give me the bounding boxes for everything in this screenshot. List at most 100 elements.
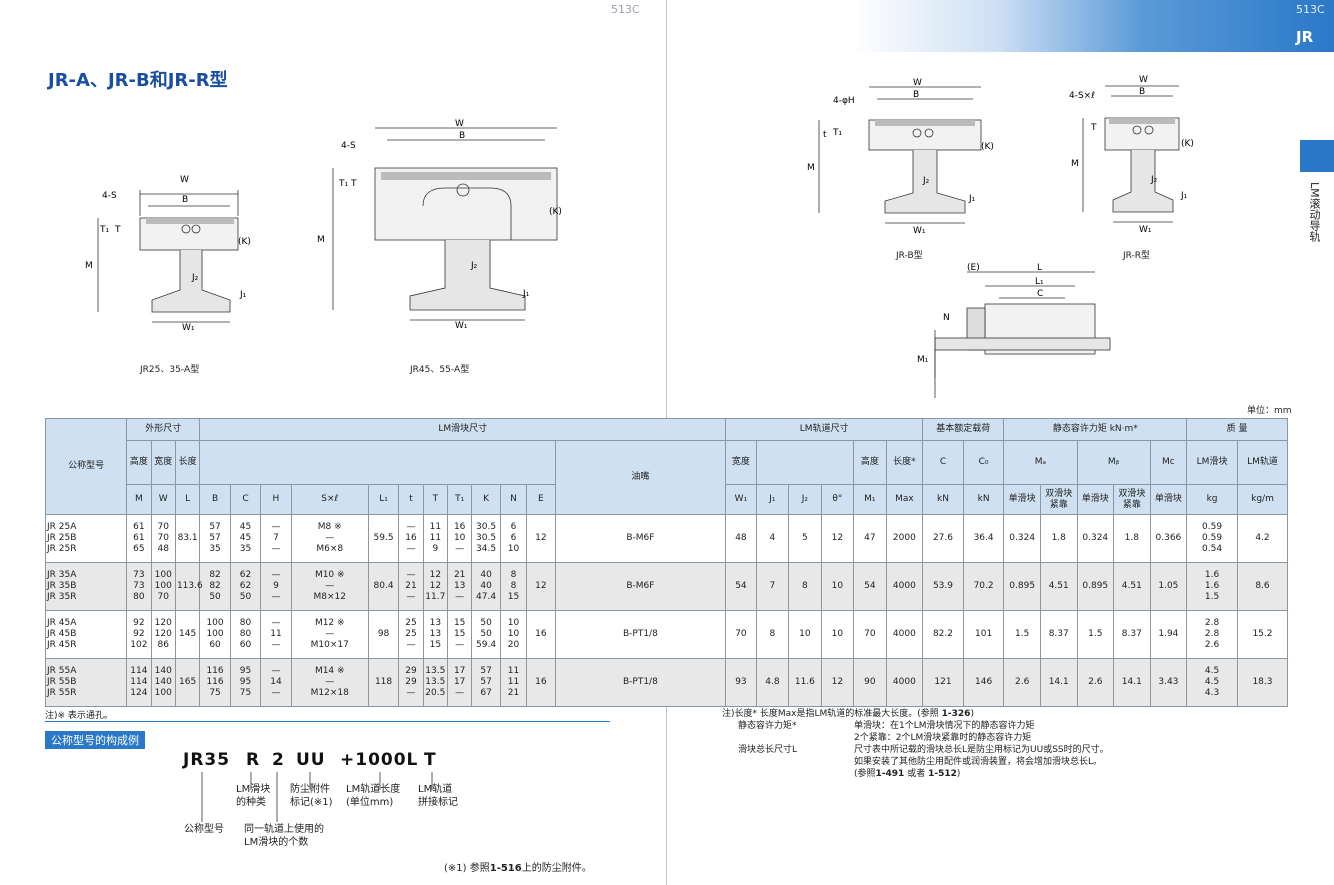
cell-T1: 21 13 — (446, 562, 473, 611)
dim-W1-4: W₁ (1139, 225, 1152, 235)
cell-L: 165 (174, 658, 201, 707)
jr-tag: JR (1296, 28, 1314, 46)
cell-MA2: 8.37 (1039, 610, 1078, 659)
cell-M1: 47 (853, 514, 887, 563)
th-load: 基本额定载荷 (922, 418, 1005, 441)
spec-table: 公称型号 外形尺寸 LM滑块尺寸 LM轨道尺寸 基本额定载荷 静态容许力矩 kN… (44, 418, 1289, 707)
cell-model: JR 25A JR 25B JR 25R (44, 514, 128, 563)
dim-W-4: W (1139, 75, 1148, 85)
cell-C: 95 95 75 (229, 658, 262, 707)
cell-E: 12 (526, 514, 556, 563)
th-block: LM滑块尺寸 (199, 418, 727, 441)
cell-th: 10 (820, 610, 855, 659)
drawing-jr25-35: W B 4-S T₁ T (K) M J₂ J₁ W₁ (85, 175, 251, 333)
desc-seal: 防尘附件 标记(※1) (290, 784, 333, 808)
cell-T: 12 12 11.7 (422, 562, 449, 611)
cell-T: 13.5 13.5 20.5 (422, 658, 449, 707)
cell-C0: 70.2 (962, 562, 1005, 611)
cell-nip: B-PT1/8 (554, 658, 727, 707)
drawing-jr-b: W B 4-φH t T₁ (K) M J₂ J₁ W₁ (807, 78, 994, 236)
cell-mr: 8.6 (1236, 562, 1289, 611)
dim-phiH: 4-φH (833, 96, 855, 106)
cell-MA2: 4.51 (1039, 562, 1078, 611)
drawing-side-view: (E) L L₁ C N M₁ (917, 263, 1111, 398)
cell-T1: 16 10 — (446, 514, 473, 563)
cell-th: 12 (820, 658, 855, 707)
cell-W: 100 100 70 (150, 562, 176, 611)
th-mass: 质 量 (1186, 418, 1288, 441)
cell-L1: 80.4 (367, 562, 400, 611)
cell-mb: 4.5 4.5 4.3 (1186, 658, 1238, 707)
cell-K: 40 40 47.4 (471, 562, 501, 611)
cell-T: 13 13 15 (422, 610, 449, 659)
cell-T: 11 11 9 (422, 514, 449, 563)
caption-jr25-35: JR25、35-A型 (140, 365, 200, 375)
code-t: T (424, 750, 437, 770)
code-uu: UU (296, 750, 326, 770)
cell-nip: B-M6F (554, 562, 727, 611)
cell-MA1: 2.6 (1003, 658, 1041, 707)
cell-B: 82 82 50 (199, 562, 231, 611)
code-1000l: +1000L (340, 750, 419, 770)
cell-t: 29 29 — (398, 658, 424, 707)
th-MA: Mₐ (1003, 440, 1078, 485)
cell-T1: 17 17 — (446, 658, 473, 707)
cell-W: 120 120 86 (150, 610, 176, 659)
dim-W1: W₁ (182, 323, 195, 333)
th-rail-length: 长度* (885, 440, 924, 485)
dim-L1: L₁ (1035, 277, 1044, 287)
cell-W1: 48 (725, 514, 757, 563)
cell-L: 145 (174, 610, 201, 659)
th-outer: 外形尺寸 (126, 418, 201, 441)
cell-Max: 2000 (885, 514, 924, 563)
dim-W1-3: W₁ (913, 226, 926, 236)
cell-MA1: 0.895 (1003, 562, 1041, 611)
dim-J1-3: J₁ (968, 194, 976, 204)
code-r: R (246, 750, 261, 770)
cell-MC: 3.43 (1149, 658, 1188, 707)
cell-E: 16 (526, 610, 556, 659)
cell-model: JR 45A JR 45B JR 45R (44, 610, 128, 659)
cell-Cv: 121 (922, 658, 964, 707)
page-title: JR-A、JR-B和JR-R型 (48, 70, 228, 91)
cell-Cv: 27.6 (922, 514, 964, 563)
cell-E: 12 (526, 562, 556, 611)
cell-J1: 7 (755, 562, 790, 611)
cell-mr: 4.2 (1236, 514, 1289, 563)
cell-MA2: 14.1 (1039, 658, 1078, 707)
dim-B-2: B (459, 131, 465, 141)
cell-nip: B-PT1/8 (554, 610, 727, 659)
cell-MA2: 1.8 (1039, 514, 1078, 563)
code-jr35: JR35 (183, 750, 231, 770)
th-C: C (922, 440, 964, 485)
cell-W1: 70 (725, 610, 757, 659)
dim-J2-4: J₂ (1150, 175, 1158, 185)
cell-MC: 1.94 (1149, 610, 1188, 659)
cell-Cv: 82.2 (922, 610, 964, 659)
th-C0: C₀ (962, 440, 1005, 485)
dim-W: W (180, 175, 189, 185)
caption-jr-r: JR-R型 (1123, 251, 1151, 261)
cell-mb: 0.59 0.59 0.54 (1186, 514, 1238, 563)
dim-T-2: T (350, 179, 357, 189)
dim-N: N (943, 313, 950, 323)
dim-J2-2: J₂ (470, 261, 478, 271)
dim-B-3: B (913, 90, 919, 100)
cell-MB1: 1.5 (1076, 610, 1115, 659)
desc-rail-length: LM轨道长度 (单位mm) (346, 784, 401, 808)
th-height: 高度 (126, 440, 152, 485)
cell-model: JR 55A JR 55B JR 55R (44, 658, 128, 707)
cell-t: — 21 — (398, 562, 424, 611)
cell-nip: B-M6F (554, 514, 727, 563)
cell-C: 62 62 50 (229, 562, 262, 611)
dim-T1-3: T₁ (832, 128, 842, 138)
left-page-number: 513C (611, 3, 640, 16)
cell-S: M10 ※ — M8×12 (290, 562, 369, 611)
cell-Max: 4000 (885, 610, 924, 659)
dim-K-4: (K) (1181, 139, 1194, 149)
cell-N: 8 8 15 (499, 562, 528, 611)
cell-L: 83.1 (174, 514, 201, 563)
cell-B: 116 116 75 (199, 658, 231, 707)
